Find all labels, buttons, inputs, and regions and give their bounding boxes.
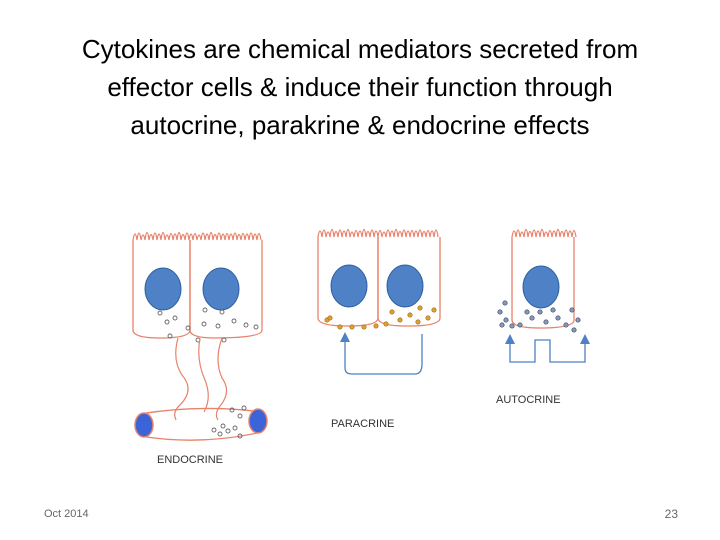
endocrine-duct-mid — [198, 337, 209, 413]
paracrine-nucleus-left — [330, 264, 368, 308]
endocrine-duct-right — [215, 337, 228, 421]
paracrine-arrowhead — [340, 332, 350, 342]
endocrine-vessel-granules — [211, 405, 247, 439]
slide-title: Cytokines are chemical mediators secrete… — [20, 30, 700, 144]
autocrine-diagram: AUTOCRINE — [496, 228, 590, 406]
endocrine-cell-left — [132, 240, 191, 339]
paracrine-granules — [324, 305, 437, 330]
endocrine-granules — [157, 307, 259, 343]
paracrine-microvilli — [317, 228, 439, 238]
endocrine-duct-left — [174, 337, 189, 421]
paracrine-signal-path — [344, 334, 423, 375]
paracrine-nucleus-right — [386, 264, 424, 308]
endocrine-vessel-cell-right — [248, 408, 268, 434]
endocrine-vessel-cell-left — [134, 412, 154, 438]
endocrine-blood-vessel — [139, 407, 263, 441]
footer-date: Oct 2014 — [44, 508, 89, 520]
page-number: 23 — [664, 507, 678, 521]
endocrine-microvilli — [132, 231, 262, 241]
paracrine-cell-left — [317, 237, 379, 327]
autocrine-microvilli — [511, 228, 577, 238]
endocrine-diagram: ENDOCRINE — [132, 231, 268, 466]
paracrine-cell-right — [377, 237, 441, 327]
endocrine-cell-right — [189, 240, 263, 339]
autocrine-arrowhead-left — [505, 334, 515, 344]
title-line-3: autocrine, parakrine & endocrine effects — [130, 110, 590, 140]
title-line-2: effector cells & induce their function t… — [107, 72, 613, 102]
autocrine-granules — [497, 300, 581, 333]
title-line-1: Cytokines are chemical mediators secrete… — [81, 34, 639, 64]
autocrine-signal-path — [509, 336, 586, 363]
paracrine-diagram: PARACRINE — [317, 228, 441, 430]
endocrine-nucleus-right — [202, 267, 240, 311]
autocrine-cell — [511, 237, 575, 329]
paracrine-label: PARACRINE — [331, 418, 394, 430]
autocrine-arrowhead-right — [580, 334, 590, 344]
autocrine-nucleus — [522, 265, 560, 309]
endocrine-nucleus-left — [144, 267, 182, 311]
autocrine-label: AUTOCRINE — [496, 394, 561, 406]
endocrine-label: ENDOCRINE — [157, 454, 223, 466]
